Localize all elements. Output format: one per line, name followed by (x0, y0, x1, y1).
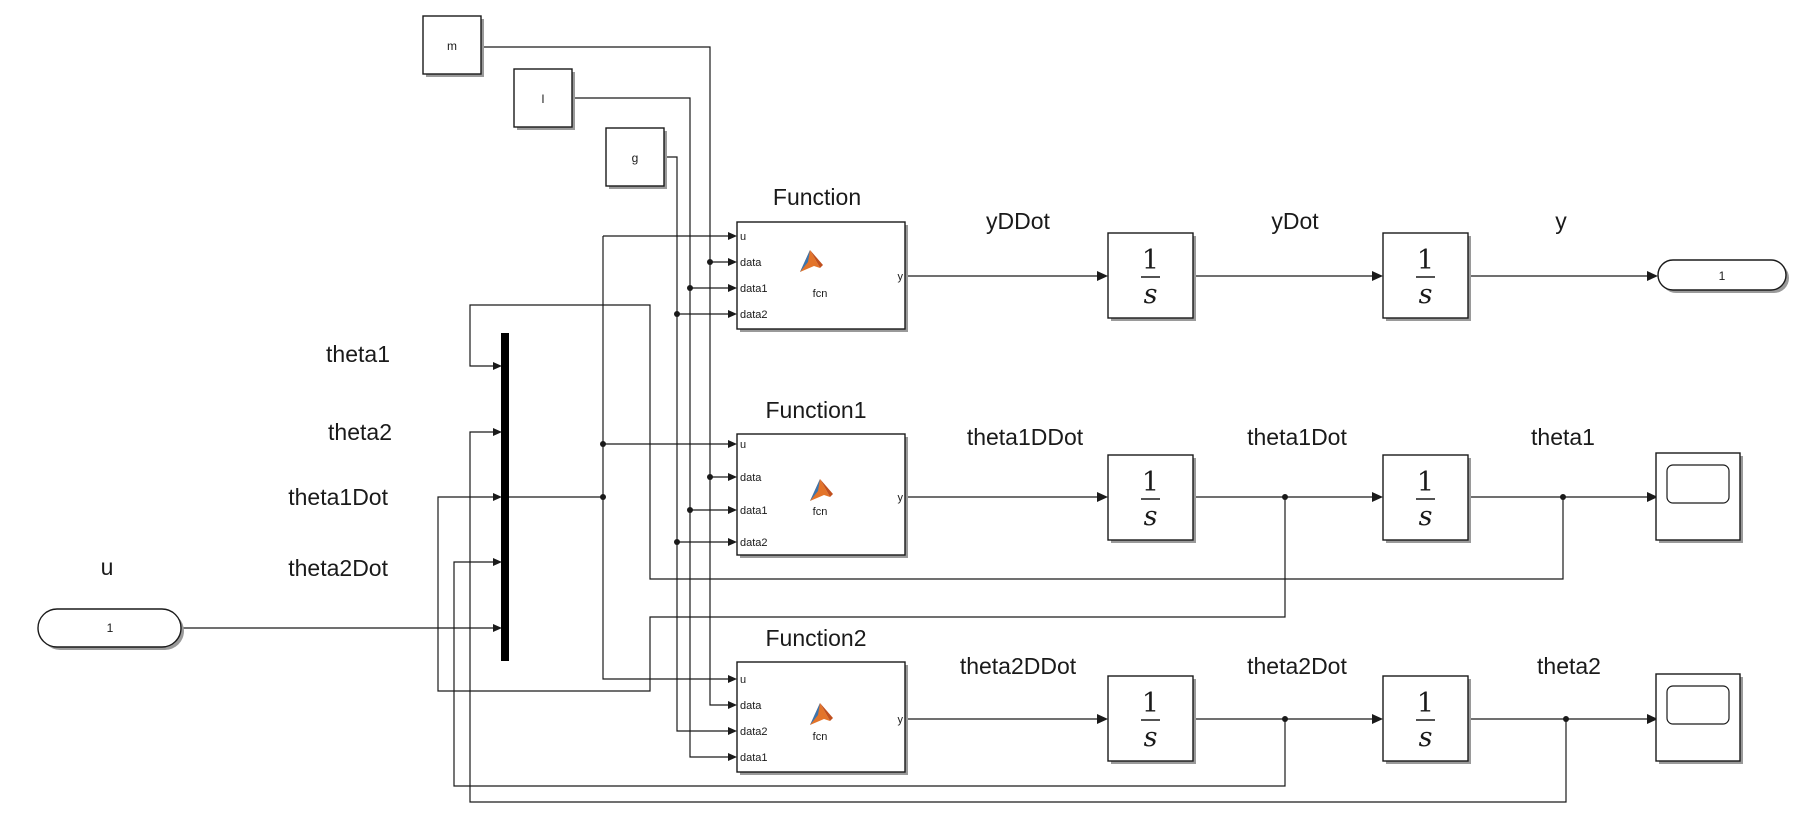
function-title: Function (773, 184, 861, 210)
scope-screen-icon (1666, 464, 1730, 504)
port-label: data2 (740, 309, 768, 321)
integrator-numerator: 1 (1417, 688, 1434, 719)
port-label: data (740, 257, 762, 269)
integrator-block[interactable]: 1s (1107, 232, 1196, 321)
integrator-denominator: s (1419, 722, 1433, 753)
port-label: y (898, 271, 904, 283)
port-label: data1 (740, 752, 768, 764)
function-title: Function2 (765, 625, 866, 651)
signal-label-theta1DDot: theta1DDot (967, 424, 1084, 450)
signal-label-theta1Dot: theta1Dot (1247, 424, 1347, 450)
integrator-denominator: s (1144, 501, 1158, 532)
integrator-block[interactable]: 1s (1107, 675, 1196, 764)
integrator-denominator: s (1144, 722, 1158, 753)
wire-theta2-feedback (469, 431, 1567, 803)
signal-label-yDot: yDot (1271, 208, 1319, 234)
scope-theta1[interactable] (1655, 452, 1743, 543)
signal-label-yDDot: yDDot (986, 208, 1051, 234)
inport-u-label: u (101, 554, 114, 580)
constant-block-l[interactable]: l (513, 68, 575, 130)
matlab-logo-icon (810, 703, 833, 725)
function-title: Function1 (765, 397, 866, 423)
integrator-denominator: s (1419, 501, 1433, 532)
mux-input-theta1Dot: theta1Dot (288, 484, 388, 510)
integrator-denominator: s (1419, 279, 1433, 310)
integrator-numerator: 1 (1417, 245, 1434, 276)
signal-label-theta2DDot: theta2DDot (960, 653, 1077, 679)
wire-theta1-feedback (469, 304, 1564, 580)
integrator-block[interactable]: 1s (1107, 454, 1196, 543)
matlab-logo-icon (810, 479, 833, 501)
mux-input-theta2Dot: theta2Dot (288, 555, 388, 581)
function-name: fcn (813, 288, 828, 300)
outport-y[interactable]: 1 (1657, 259, 1789, 293)
port-label: u (740, 674, 746, 686)
port-label: data1 (740, 283, 768, 295)
outport-y-number: 1 (1719, 269, 1726, 283)
constant-l-label: l (542, 92, 545, 106)
integrator-numerator: 1 (1142, 245, 1159, 276)
function-name: fcn (813, 506, 828, 518)
wire-theta2Dot-feedback (453, 561, 1286, 787)
function-block-1[interactable]: Function1 u data data1 data2 y fcn (736, 397, 908, 558)
function-block-2[interactable]: Function2 u data data2 data1 y fcn (736, 625, 908, 775)
constant-block-g[interactable]: g (605, 127, 667, 189)
integrator-numerator: 1 (1142, 688, 1159, 719)
signal-label-theta1: theta1 (1531, 424, 1595, 450)
inport-u[interactable]: 1 (37, 608, 184, 650)
mux-block[interactable] (501, 333, 509, 661)
branch-points (600, 259, 1569, 722)
port-label: data (740, 700, 762, 712)
inport-u-number: 1 (107, 621, 114, 635)
port-label: data2 (740, 726, 768, 738)
function-name: fcn (813, 731, 828, 743)
port-label: data1 (740, 505, 768, 517)
integrator-block[interactable]: 1s (1382, 675, 1471, 764)
port-label: u (740, 231, 746, 243)
signal-label-y: y (1555, 208, 1567, 234)
mux-input-theta1: theta1 (326, 341, 390, 367)
arrowheads (493, 232, 1658, 761)
scope-screen-icon (1666, 685, 1730, 725)
port-label: u (740, 439, 746, 451)
constant-g-label: g (632, 151, 639, 165)
scope-theta2[interactable] (1655, 673, 1743, 764)
port-label: y (898, 714, 904, 726)
constant-block-m[interactable]: m (422, 15, 484, 77)
constant-m-label: m (447, 39, 457, 53)
port-label: data (740, 472, 762, 484)
integrator-numerator: 1 (1142, 467, 1159, 498)
wire-l (573, 97, 730, 758)
integrator-numerator: 1 (1417, 467, 1434, 498)
signal-lines (182, 46, 1650, 803)
integrator-block[interactable]: 1s (1382, 232, 1471, 321)
signal-label-theta2: theta2 (1537, 653, 1601, 679)
wire-m (482, 46, 730, 706)
mux-input-theta2: theta2 (328, 419, 392, 445)
wire-theta1Dot-feedback (437, 496, 1286, 692)
port-label: y (898, 492, 904, 504)
signal-label-theta2Dot: theta2Dot (1247, 653, 1347, 679)
integrator-block[interactable]: 1s (1382, 454, 1471, 543)
matlab-logo-icon (800, 250, 823, 272)
port-label: data2 (740, 537, 768, 549)
integrator-denominator: s (1144, 279, 1158, 310)
function-block-0[interactable]: Function u data data1 data2 y fcn (736, 184, 908, 332)
